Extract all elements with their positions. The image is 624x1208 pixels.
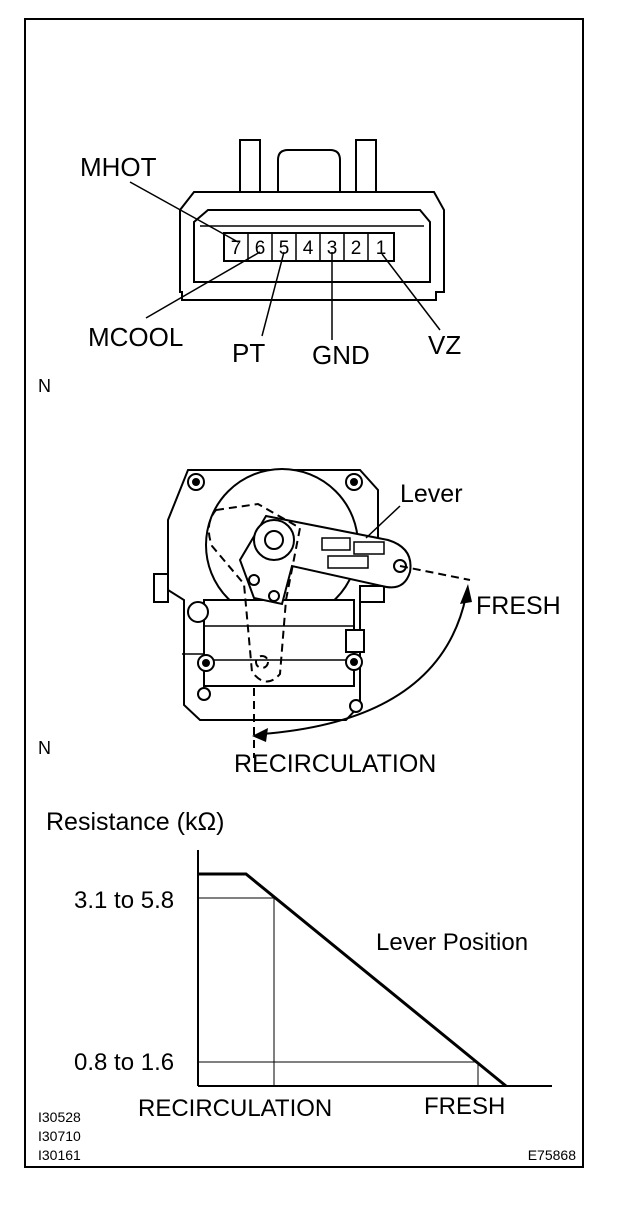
label-fresh: FRESH (476, 592, 561, 620)
actuator-drawing (153, 468, 412, 721)
y-axis-title: Resistance (kΩ) (46, 808, 224, 836)
recirculation-arrow-head (252, 728, 268, 742)
connector-leader-lines (129, 181, 441, 340)
label-mhot: MHOT (80, 152, 157, 182)
actuator-labels: Lever FRESH RECIRCULATION (234, 480, 561, 778)
figure-code: I30710 (38, 1128, 81, 1144)
marker-n-2: N (38, 738, 51, 758)
label-gnd: GND (312, 340, 370, 370)
graph-axes (197, 850, 552, 1087)
lever-travel-arc (261, 595, 467, 735)
label-pt: PT (232, 338, 265, 368)
x-label-fresh: FRESH (424, 1093, 505, 1120)
connector-diagram (179, 139, 445, 301)
figure-code: I30528 (38, 1109, 81, 1125)
pin-4: 4 (303, 238, 314, 259)
x-label-recirculation: RECIRCULATION (138, 1095, 332, 1122)
label-vz: VZ (428, 330, 461, 360)
pin-5: 5 (279, 238, 290, 259)
figure-code: I30161 (38, 1147, 81, 1163)
figure-frame (24, 18, 584, 1168)
pin-6: 6 (255, 238, 266, 259)
label-lever: Lever (400, 480, 463, 508)
curve-label: Lever Position (376, 929, 528, 956)
y-value-low: 0.8 to 1.6 (74, 1049, 174, 1076)
graph-labels: 3.1 to 5.8 0.8 to 1.6 Lever Position REC… (74, 887, 528, 1122)
label-mcool: MCOOL (88, 322, 183, 352)
graph-guides (198, 897, 479, 1086)
pin-3: 3 (327, 238, 338, 259)
connector-pin-numbers: 7 6 5 4 3 2 1 (231, 238, 387, 259)
marker-n-1: N (38, 376, 51, 396)
lever-leader-line (365, 505, 401, 539)
connector-labels: MHOT MCOOL PT GND VZ (80, 152, 461, 370)
pin-1: 1 (376, 238, 387, 259)
pin-7: 7 (231, 238, 242, 259)
pin-2: 2 (351, 238, 362, 259)
y-value-high: 3.1 to 5.8 (74, 887, 174, 914)
label-recirculation: RECIRCULATION (234, 750, 436, 778)
resistance-curve (198, 872, 507, 1088)
figure-codes: I30528 I30710 I30161 E75868 (38, 1109, 576, 1163)
fresh-arrow-head (460, 584, 472, 604)
lever-recirculation-outline (207, 502, 471, 758)
figure-code-right: E75868 (528, 1147, 576, 1163)
